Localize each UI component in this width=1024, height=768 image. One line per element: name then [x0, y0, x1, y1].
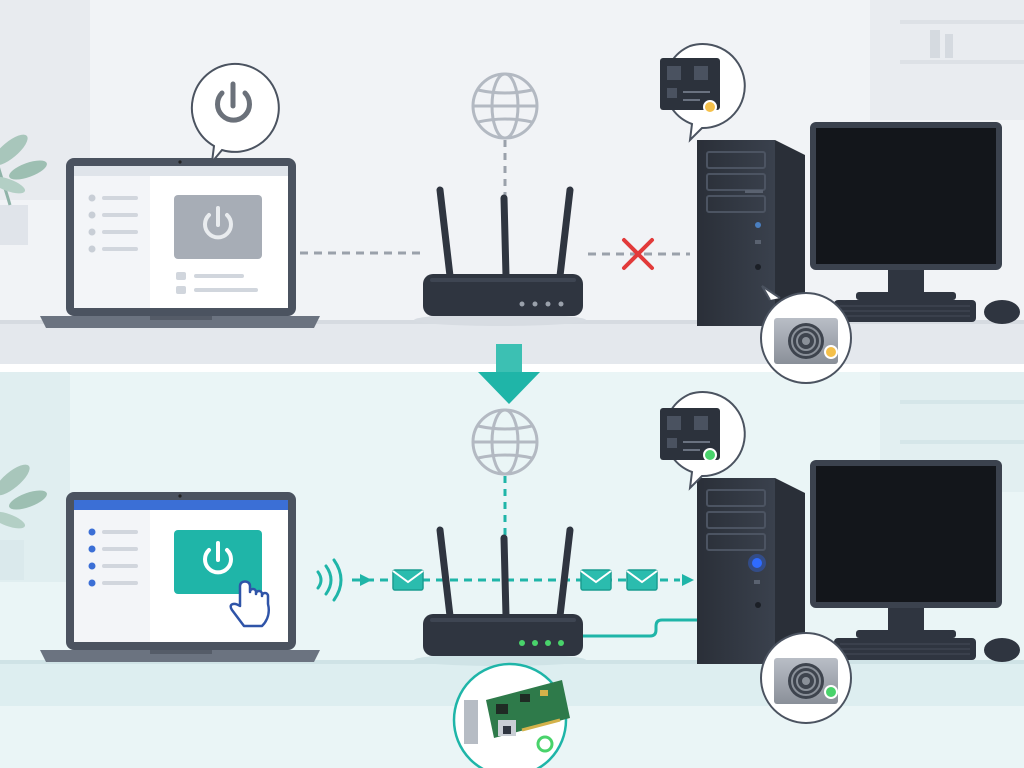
- status-green-led: [536, 735, 554, 753]
- power-speech-bubble: [190, 62, 280, 166]
- globe-icon: [471, 72, 539, 140]
- link-arrowhead: [682, 574, 694, 586]
- laptop-after: [40, 492, 320, 662]
- router-before: [414, 186, 586, 326]
- pc-power-led-on: [752, 558, 762, 568]
- motherboard-bubble-after: [660, 391, 746, 491]
- mouse: [984, 300, 1020, 324]
- envelope-icon: [392, 569, 424, 591]
- network-card-icon: [464, 680, 570, 744]
- power-button-gray: [174, 195, 262, 259]
- pc-tower-before: [697, 140, 805, 326]
- envelope-icon: [626, 569, 658, 591]
- globe-icon: [471, 408, 539, 476]
- router-leds-off: [519, 301, 564, 307]
- monitor-after: [810, 460, 1002, 638]
- power-icon: [203, 206, 233, 240]
- down-arrow-icon: [478, 344, 540, 404]
- link-wired-teal: [583, 618, 698, 638]
- status-green-led: [824, 685, 838, 699]
- laptop-before: [40, 158, 320, 328]
- plant-icon: [0, 464, 47, 580]
- psu-bubble-after: [760, 632, 852, 724]
- router-after: [414, 526, 586, 666]
- sidebar-list: [88, 528, 138, 587]
- power-button-teal[interactable]: [174, 530, 262, 594]
- mouse: [984, 638, 1020, 662]
- router-leds-green: [519, 640, 564, 646]
- power-icon: [203, 541, 233, 575]
- pc-power-led-off: [755, 222, 761, 228]
- hand-pointer-icon: [229, 580, 270, 628]
- status-amber-led: [824, 345, 838, 359]
- status-green-led: [703, 448, 717, 462]
- motherboard-bubble-before: [660, 43, 746, 143]
- sidebar-list: [88, 194, 138, 253]
- wireless-waves-icon: [316, 558, 343, 602]
- plant-icon: [0, 134, 47, 245]
- power-icon: [215, 81, 252, 123]
- blocked-x-icon: [622, 238, 654, 270]
- nic-bubble: [452, 662, 570, 768]
- pc-tower-after: [697, 478, 805, 664]
- psu-bubble-before: [760, 285, 852, 384]
- status-amber-led: [703, 100, 717, 114]
- envelope-icon: [580, 569, 612, 591]
- monitor-before: [810, 122, 1002, 300]
